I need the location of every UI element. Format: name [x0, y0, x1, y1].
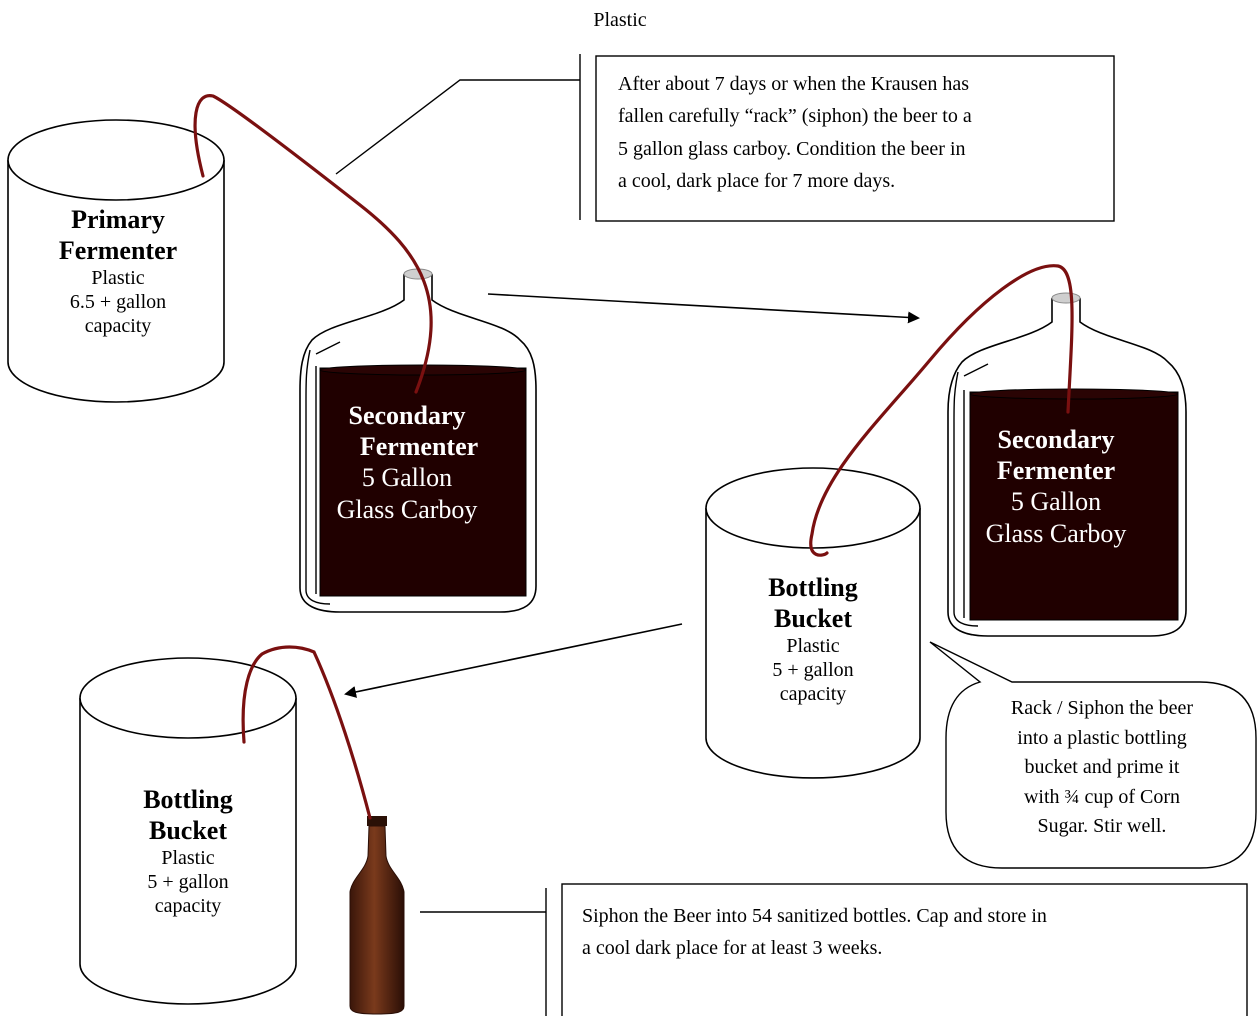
note-prime-line-2: into a plastic bottling [1017, 726, 1187, 749]
note-prime-line-4: with ¾ cup of Corn [1023, 785, 1181, 808]
secondary-left-label: Secondary Fermenter 5 Gallon Glass Carbo… [312, 400, 502, 525]
bottling-bottom-line-1: Plastic [161, 847, 215, 870]
bottling-middle-line-3: capacity [779, 683, 847, 706]
callout-bottle-connector [420, 888, 547, 1016]
note-rack-line-1: After about 7 days or when the Krausen h… [618, 73, 970, 95]
bottling-middle-label: Bottling Bucket Plastic 5 + gallon capac… [716, 572, 910, 706]
beer-bottle [349, 816, 405, 1015]
secondary-left-line-1: 5 Gallon [361, 463, 453, 493]
note-bottle-box [561, 883, 1248, 1016]
primary-title-2: Fermenter [58, 236, 178, 266]
note-prime-text: Rack / Siphon the beer into a plastic bo… [950, 694, 1254, 842]
secondary-right-label: Secondary Fermenter 5 Gallon Glass Carbo… [958, 424, 1154, 549]
secondary-left-line-2: Glass Carboy [336, 494, 478, 524]
arrow-to-right-carboy [487, 293, 920, 324]
bottling-middle-line-1: Plastic [786, 635, 840, 658]
primary-line-1: Plastic [91, 267, 145, 290]
note-bottle-line-2: a cool dark place for at least 3 weeks. [582, 937, 883, 959]
note-rack-line-3: 5 gallon glass carboy. Condition the bee… [618, 137, 966, 160]
secondary-right-line-2: Glass Carboy [985, 518, 1127, 548]
bottling-bottom-line-3: capacity [154, 895, 222, 918]
primary-title-1: Primary [71, 205, 165, 234]
secondary-left-title-1: Secondary [348, 401, 466, 430]
siphon-tube-primary-to-carboy [193, 94, 433, 394]
arrow-to-bottom-bucket [344, 623, 683, 698]
primary-fermenter-label: Primary Fermenter Plastic 6.5 + gallon c… [20, 204, 216, 338]
secondary-left-title-2: Fermenter [359, 432, 479, 462]
callout-rack-connector [335, 54, 581, 220]
siphon-tube-carboy-to-bucket [809, 264, 1074, 557]
bottling-bottom-label: Bottling Bucket Plastic 5 + gallon capac… [90, 784, 286, 918]
note-rack-box [595, 55, 1115, 222]
secondary-right-line-1: 5 Gallon [1010, 487, 1102, 517]
bottling-middle-title-2: Bucket [774, 604, 852, 634]
note-prime-line-1: Rack / Siphon the beer [1010, 697, 1194, 719]
secondary-fermenter-carboy-right [947, 292, 1187, 637]
note-prime-line-5: Sugar. Stir well. [1037, 815, 1167, 838]
secondary-right-title-2: Fermenter [996, 456, 1116, 486]
primary-line-2: 6.5 + gallon [69, 291, 167, 314]
siphon-tube-bucket-to-bottle [241, 645, 372, 820]
note-prime-line-3: bucket and prime it [1024, 756, 1180, 779]
bottling-bottom-title-2: Bucket [149, 816, 227, 846]
note-rack-text: After about 7 days or when the Krausen h… [618, 68, 1108, 198]
bottling-middle-line-2: 5 + gallon [772, 659, 854, 682]
note-rack-line-4: a cool, dark place for 7 more days. [618, 170, 896, 193]
bottling-middle-title-1: Bottling [768, 573, 858, 602]
bottling-bucket-middle [705, 467, 921, 779]
secondary-right-title-1: Secondary [997, 425, 1115, 454]
note-rack-line-2: fallen carefully “rack” (siphon) the bee… [618, 105, 972, 128]
primary-fermenter-bucket [7, 119, 225, 403]
top-caption: Plastic [593, 9, 647, 31]
secondary-fermenter-carboy-left [299, 268, 537, 613]
primary-line-3: capacity [84, 315, 152, 338]
note-prime-bubble [929, 641, 1257, 869]
bottling-bottom-title-1: Bottling [143, 785, 233, 814]
note-bottle-line-1: Siphon the Beer into 54 sanitized bottle… [582, 905, 1047, 927]
bottling-bottom-line-2: 5 + gallon [147, 871, 229, 894]
note-bottle-text: Siphon the Beer into 54 sanitized bottle… [582, 900, 1242, 964]
